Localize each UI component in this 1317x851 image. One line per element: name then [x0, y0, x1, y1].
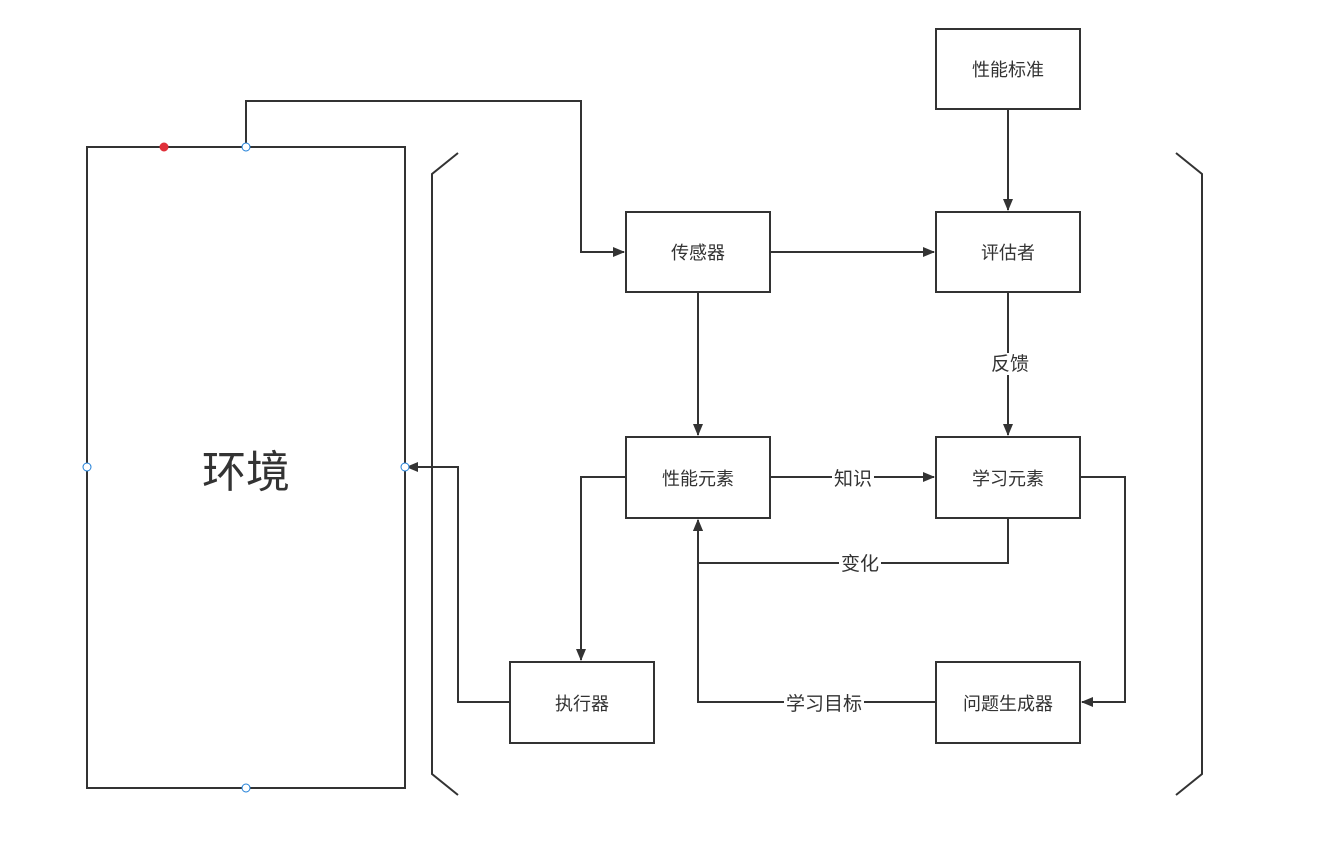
edge-performance-to-actuator — [576, 476, 626, 661]
edge-label-change: 变化 — [838, 553, 882, 575]
problem-generator-label: 问题生成器 — [963, 693, 1053, 715]
sensor-label: 传感器 — [671, 243, 725, 264]
selection-handle-left[interactable] — [82, 462, 92, 472]
performance-standard-box[interactable]: 性能标准 — [935, 28, 1081, 110]
edge-actuator-to-env — [406, 462, 510, 703]
bracket-right — [1175, 152, 1203, 796]
environment-box[interactable]: 环境 — [86, 146, 406, 789]
selection-handle-anchor[interactable] — [159, 142, 169, 152]
evaluator-label: 评估者 — [981, 243, 1035, 264]
actuator-label: 执行器 — [555, 693, 609, 715]
edge-label-knowledge: 知识 — [831, 468, 875, 490]
learning-element-label: 学习元素 — [972, 468, 1044, 490]
performance-element-label: 性能元素 — [662, 468, 734, 490]
actuator-box[interactable]: 执行器 — [509, 661, 655, 744]
performance-element-box[interactable]: 性能元素 — [625, 436, 771, 519]
edge-learning-to-generator — [1080, 476, 1126, 707]
performance-standard-label: 性能标准 — [972, 60, 1044, 81]
edge-env-to-sensor — [245, 100, 625, 257]
edge-label-feedback: 反馈 — [988, 353, 1032, 375]
selection-handle-top[interactable] — [241, 142, 251, 152]
selection-handle-right[interactable] — [400, 462, 410, 472]
bracket-left — [431, 152, 459, 796]
evaluator-box[interactable]: 评估者 — [935, 211, 1081, 293]
edge-label-learning-goal: 学习目标 — [783, 693, 865, 715]
selection-handle-bottom[interactable] — [241, 783, 251, 793]
problem-generator-box[interactable]: 问题生成器 — [935, 661, 1081, 744]
edge-learning-goal — [693, 519, 936, 703]
environment-label: 环境 — [202, 446, 290, 498]
learning-element-box[interactable]: 学习元素 — [935, 436, 1081, 519]
sensor-box[interactable]: 传感器 — [625, 211, 771, 293]
